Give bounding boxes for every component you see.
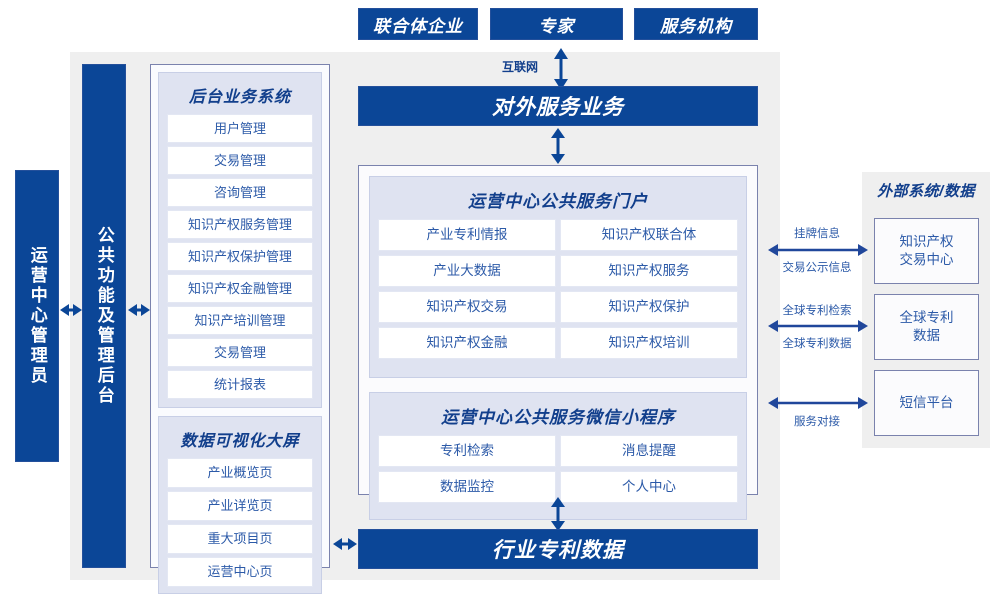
list-item[interactable]: 统计报表 [167,370,313,399]
backend-system-list: 用户管理 交易管理 咨询管理 知识产权服务管理 知识产权保护管理 知识产权金融管… [167,114,313,399]
external-service-bar[interactable]: 对外服务业务 [358,86,758,126]
connector-arrow-global-patent [768,320,868,332]
actor-box-service-org[interactable]: 服务机构 [634,8,758,40]
actor-label: 专家 [538,16,575,36]
external-box-global-patent[interactable]: 全球专利 数据 [874,294,979,360]
pillar-operator-label: 运营中心管理员 [27,246,47,386]
list-item[interactable]: 知识产权金融管理 [167,274,313,303]
left-module-stack: 后台业务系统 用户管理 交易管理 咨询管理 知识产权服务管理 知识产权保护管理 … [150,64,330,594]
portal-item[interactable]: 知识产权保护 [560,291,738,323]
connector-label-listing-info: 挂牌信息 [794,228,840,240]
center-service-frame: 运营中心公共服务门户 产业专利情报 知识产权联合体 产业大数据 知识产权服务 知… [358,165,758,520]
data-visualization-panel: 数据可视化大屏 产业概览页 产业详览页 重大项目页 运营中心页 [158,416,322,594]
miniprogram-item[interactable]: 消息提醒 [560,435,738,467]
miniprogram-item[interactable]: 数据监控 [378,471,556,503]
internet-label: 互联网 [501,60,538,74]
modules-to-patentdata-arrow [333,538,357,550]
external-box-sms-platform[interactable]: 短信平台 [874,370,979,436]
external-systems-title: 外部系统/数据 [877,183,975,200]
service-to-portal-arrow [551,128,565,164]
public-portal-panel: 运营中心公共服务门户 产业专利情报 知识产权联合体 产业大数据 知识产权服务 知… [369,176,747,378]
public-portal-grid: 产业专利情报 知识产权联合体 产业大数据 知识产权服务 知识产权交易 知识产权保… [378,219,738,359]
list-item[interactable]: 交易管理 [167,338,313,367]
connector-label-global-patent-data: 全球专利数据 [782,338,852,350]
portal-item[interactable]: 知识产权培训 [560,327,738,359]
pillar-operator[interactable]: 运营中心管理员 [15,170,59,462]
portal-item[interactable]: 知识产权联合体 [560,219,738,251]
list-item[interactable]: 知识产权服务管理 [167,210,313,239]
portal-item[interactable]: 产业大数据 [378,255,556,287]
list-item[interactable]: 交易管理 [167,146,313,175]
portal-to-patentdata-arrow [551,497,565,531]
miniprogram-title: 运营中心公共服务微信小程序 [441,408,675,427]
miniprogram-grid: 专利检索 消息提醒 数据监控 个人中心 [378,435,738,503]
internet-arrow [554,48,568,90]
list-item[interactable]: 产业概览页 [167,458,313,488]
list-item[interactable]: 产业详览页 [167,491,313,521]
external-box-ip-exchange[interactable]: 知识产权 交易中心 [874,218,979,284]
connector-label-global-patent-search: 全球专利检索 [782,305,852,317]
industry-patent-data-label: 行业专利数据 [492,539,624,562]
data-visualization-title: 数据可视化大屏 [180,433,300,450]
portal-item[interactable]: 知识产权交易 [378,291,556,323]
miniprogram-item[interactable]: 个人中心 [560,471,738,503]
operator-to-backend-arrow [60,304,82,316]
pillar-common-backend[interactable]: 公共功能及管理后台 [82,64,126,568]
actor-label: 联合体企业 [373,16,463,36]
miniprogram-item[interactable]: 专利检索 [378,435,556,467]
list-item[interactable]: 咨询管理 [167,178,313,207]
industry-patent-data-bar[interactable]: 行业专利数据 [358,529,758,569]
backend-system-title: 后台业务系统 [188,89,291,106]
connector-arrow-sms-platform [768,397,868,409]
list-item[interactable]: 知识产培训管理 [167,306,313,335]
actor-box-consortium[interactable]: 联合体企业 [358,8,478,40]
data-visualization-list: 产业概览页 产业详览页 重大项目页 运营中心页 [167,458,313,587]
connector-arrow-ip-exchange [768,244,868,256]
list-item[interactable]: 知识产权保护管理 [167,242,313,271]
connector-label-service-integration: 服务对接 [794,416,840,428]
external-service-label: 对外服务业务 [492,96,624,119]
backend-to-modules-arrow [128,304,150,316]
portal-item[interactable]: 知识产权服务 [560,255,738,287]
actor-box-expert[interactable]: 专家 [490,8,623,40]
pillar-common-backend-label: 公共功能及管理后台 [94,226,114,406]
backend-system-panel: 后台业务系统 用户管理 交易管理 咨询管理 知识产权服务管理 知识产权保护管理 … [158,72,322,408]
list-item[interactable]: 用户管理 [167,114,313,143]
portal-item[interactable]: 产业专利情报 [378,219,556,251]
portal-item[interactable]: 知识产权金融 [378,327,556,359]
actor-label: 服务机构 [660,16,732,36]
connector-label-transaction-public-info: 交易公示信息 [782,262,852,274]
public-portal-title: 运营中心公共服务门户 [468,192,648,211]
list-item[interactable]: 运营中心页 [167,557,313,587]
list-item[interactable]: 重大项目页 [167,524,313,554]
miniprogram-panel: 运营中心公共服务微信小程序 专利检索 消息提醒 数据监控 个人中心 [369,392,747,520]
